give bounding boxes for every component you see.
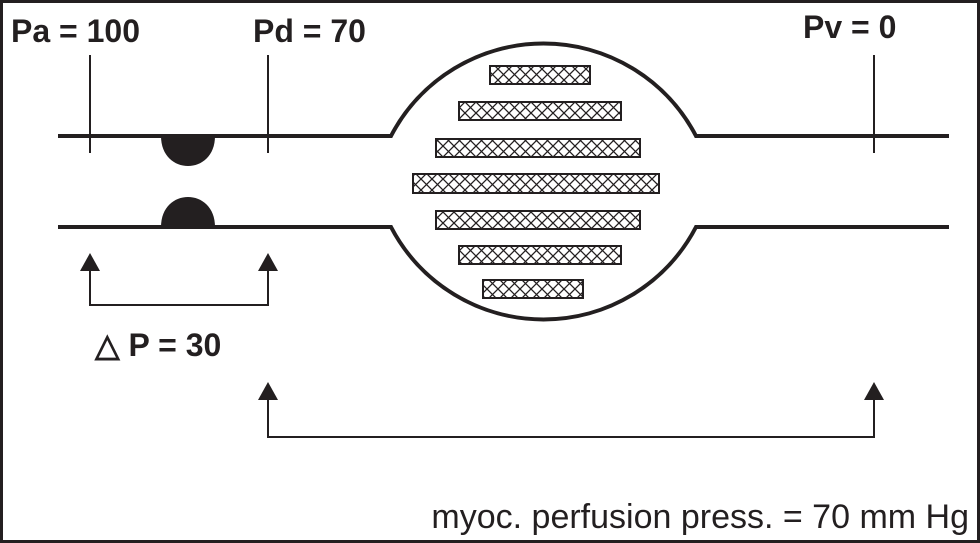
- myocardial-fiber: [458, 101, 622, 121]
- myocardial-fiber: [458, 245, 622, 265]
- myocardial-fiber: [412, 173, 660, 194]
- perfusion-bracket: [258, 382, 884, 438]
- myocardial-fiber: [482, 279, 584, 299]
- stenosis-plaque-upper: [161, 136, 215, 166]
- arrowhead-icon: [80, 253, 100, 271]
- arrowhead-icon: [258, 382, 278, 400]
- vessel-schematic: [58, 41, 949, 438]
- myocardial-fiber: [489, 65, 591, 85]
- distal-pressure-label: Pd = 70: [253, 13, 366, 49]
- perfusion-pressure-label: myoc. perfusion press. = 70 mm Hg: [431, 498, 969, 536]
- vessel-lower-wall: [58, 225, 949, 322]
- delta-p-bracket: [80, 253, 278, 306]
- venous-pressure-label: Pv = 0: [803, 9, 897, 45]
- pressure-gradient-label: △ P = 30: [95, 327, 222, 363]
- arrowhead-icon: [258, 253, 278, 271]
- stenosis-plaque-lower: [161, 197, 215, 227]
- arrowhead-icon: [864, 382, 884, 400]
- myocardial-fiber: [435, 138, 641, 158]
- myocardial-fibers: [412, 65, 660, 299]
- vessel-upper-wall: [58, 41, 949, 138]
- aortic-pressure-label: Pa = 100: [11, 13, 140, 49]
- myocardial-fiber: [435, 210, 641, 230]
